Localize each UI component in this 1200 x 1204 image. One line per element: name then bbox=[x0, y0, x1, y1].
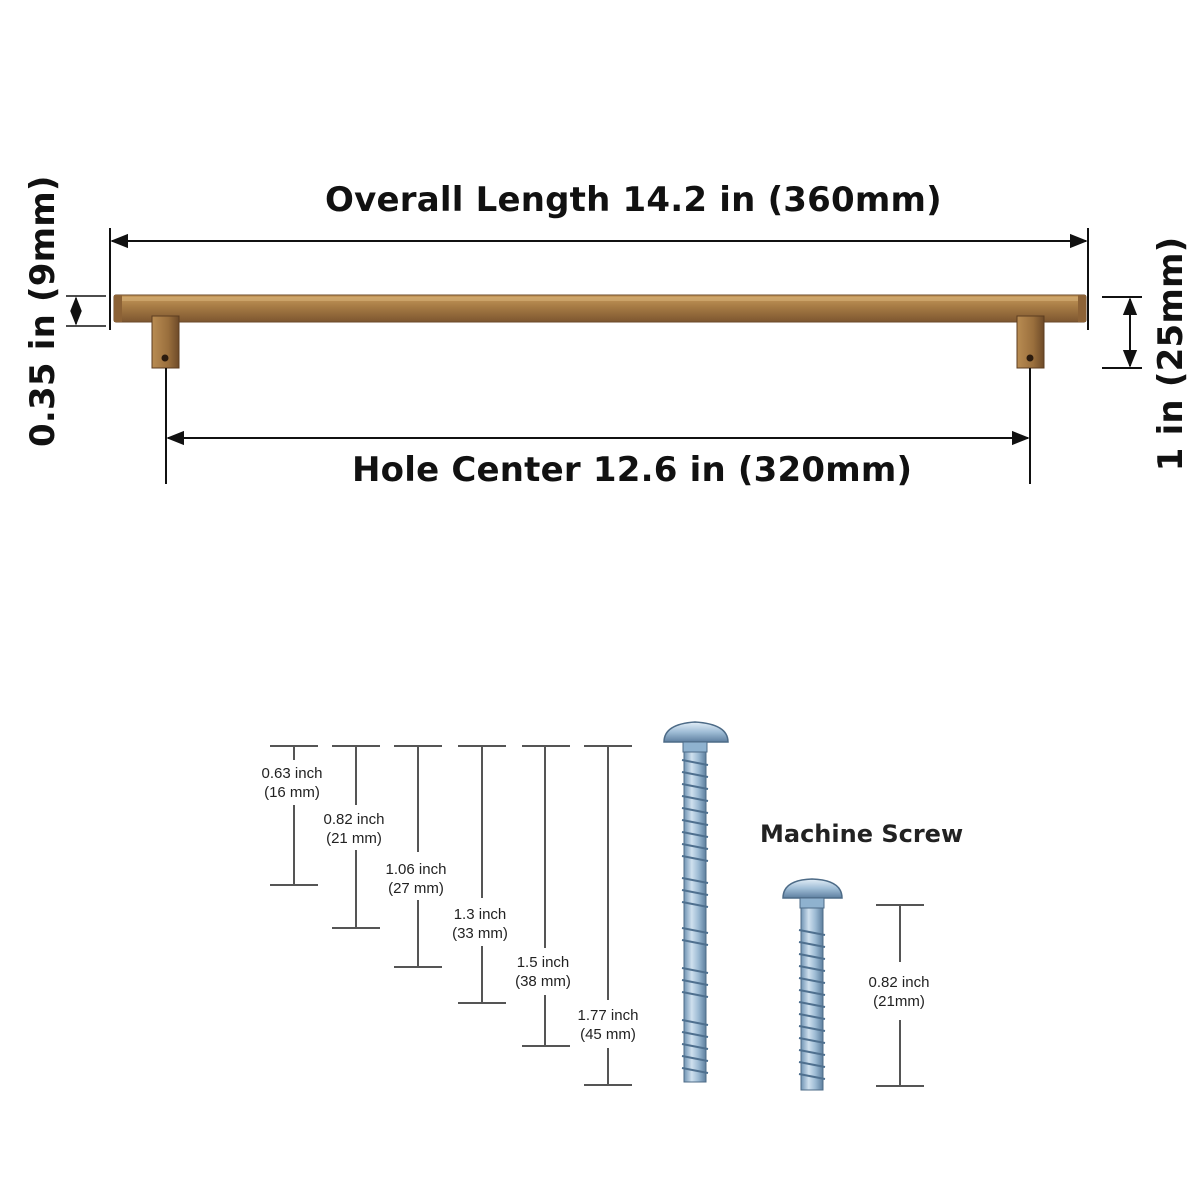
short-screw bbox=[782, 878, 843, 1091]
height-dimension bbox=[1102, 296, 1142, 369]
hole-center-label: Hole Center 12.6 in (320mm) bbox=[352, 450, 913, 490]
cabinet-handle bbox=[113, 294, 1087, 369]
screw-option-label: 0.82 inch(21 mm) bbox=[323, 811, 385, 847]
long-screw-threads bbox=[681, 759, 709, 1074]
screw-option-label: 1.5 inch(38 mm) bbox=[515, 954, 571, 990]
overall-length-dimension bbox=[109, 228, 1089, 330]
screw-option-label: 0.63 inch(16 mm) bbox=[261, 765, 323, 801]
height-label: 1 in (25mm) bbox=[1151, 236, 1191, 472]
overall-length-label: Overall Length 14.2 in (360mm) bbox=[325, 180, 942, 220]
short-screw-threads bbox=[798, 929, 826, 1080]
machine-screw-title: Machine Screw bbox=[760, 820, 964, 848]
short-screw-label: 0.82 inch(21mm) bbox=[868, 974, 930, 1010]
screw-option-label: 1.3 inch(33 mm) bbox=[452, 906, 508, 942]
screw-option-label: 1.06 inch(27 mm) bbox=[385, 861, 447, 897]
bar-thickness-label: 0.35 in (9mm) bbox=[23, 175, 63, 447]
long-screw bbox=[663, 721, 729, 1083]
screw-option-label: 1.77 inch(45 mm) bbox=[577, 1007, 639, 1043]
hole-center-dimension bbox=[165, 368, 1031, 484]
screw-length-guides bbox=[270, 745, 632, 1086]
bar-thickness-dimension bbox=[66, 295, 106, 327]
short-screw-dimension bbox=[876, 904, 924, 1087]
